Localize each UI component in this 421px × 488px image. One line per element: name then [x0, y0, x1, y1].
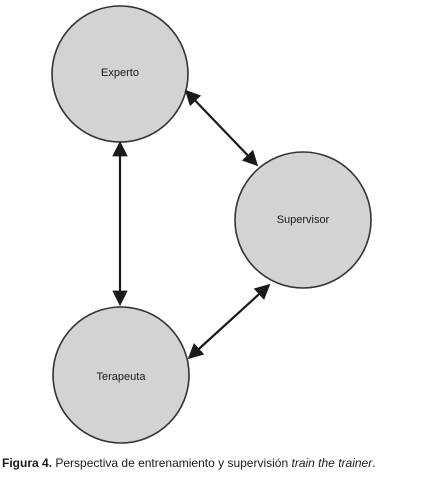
- caption-text: Perspectiva de entrenamiento y supervisi…: [55, 456, 289, 470]
- terapeuta-label: Terapeuta: [97, 371, 147, 383]
- supervisor-circle: [234, 151, 372, 289]
- node-supervisor: Supervisor: [234, 151, 372, 289]
- experto-label: Experto: [101, 67, 139, 79]
- caption-label: Figura 4.: [2, 456, 53, 470]
- arrow-experto-supervisor: [184, 89, 259, 167]
- arrow-supervisor-terapeuta: [187, 283, 271, 360]
- diagram-canvas: Experto Supervisor Terapeuta: [51, 5, 372, 444]
- figure-caption: Figura 4. Perspectiva de entrenamiento y…: [2, 456, 416, 470]
- node-experto: Experto: [51, 5, 189, 143]
- caption-italic-text: train the trainer: [291, 456, 373, 470]
- supervisor-label: Supervisor: [277, 214, 330, 226]
- caption-end: .: [372, 456, 376, 470]
- node-terapeuta: Terapeuta: [52, 306, 190, 444]
- terapeuta-circle: [52, 306, 190, 444]
